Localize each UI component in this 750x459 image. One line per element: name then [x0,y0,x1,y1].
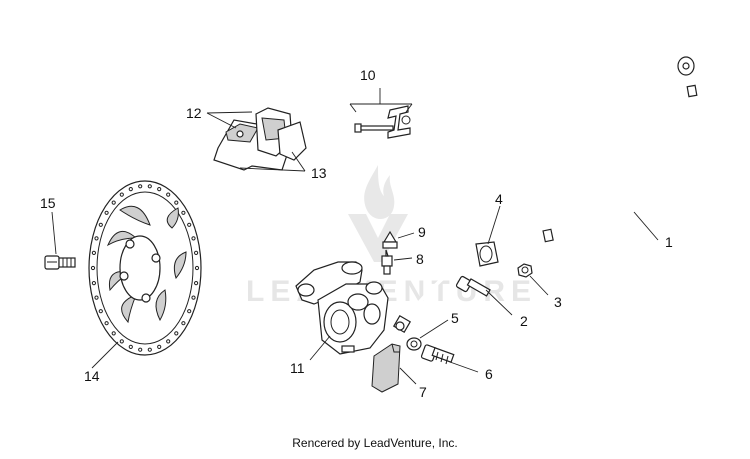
callout-1: 1 [665,234,673,250]
disc-hole [174,200,179,205]
disc-hole [128,187,133,192]
disc-hole [166,192,171,197]
callout-7: 7 [419,384,427,400]
brake-pads [213,107,307,171]
callout-6: 6 [485,366,493,382]
callout-11: 11 [290,360,305,376]
disc-hole [181,321,186,326]
disc-hole [119,339,124,344]
caliper-washer [406,337,422,351]
callout-12: 12 [186,105,202,121]
disc-hole [191,295,196,300]
disc-hole [119,192,124,197]
disc-hole [128,344,133,349]
callout-13: 13 [311,165,327,181]
watermark-v-icon [348,214,408,262]
disc-hole [138,184,143,189]
leader-lines [51,88,659,385]
callout-10: 10 [360,67,376,83]
callout-8: 8 [416,251,424,267]
pad-pin-and-spring [354,105,411,139]
callouts: 1 2 3 4 5 6 7 8 9 10 11 12 13 14 15 [40,67,673,400]
disc-hole [194,281,199,286]
disc-hole [91,281,97,286]
disc-hole [174,331,179,336]
bleed-screw [381,249,393,275]
callout-5: 5 [451,310,459,326]
callout-14: 14 [84,368,100,384]
callout-15: 15 [40,195,56,211]
disc-hole [98,309,103,314]
callout-3: 3 [554,294,562,310]
disc-hole [91,250,97,255]
brake-hose [392,56,702,334]
disc-hole [94,295,99,300]
disc-hole [111,331,116,336]
disc-hole [166,339,171,344]
disc-hole [147,184,152,189]
disc-hole [157,344,162,349]
caliper-bolt [420,344,455,365]
disc-hole [94,236,99,241]
hose-guide [475,241,499,267]
callout-9: 9 [418,224,426,240]
disc-hole [191,236,196,241]
disc-hole [187,309,192,314]
watermark-text: LEADVENTURE [246,275,537,308]
watermark: LEADVENTURE [246,165,537,308]
watermark-flame-icon [364,165,395,220]
caliper-cover [371,343,401,393]
brake-disc [88,180,202,356]
guide-nut [517,263,533,278]
bleed-cap [382,230,398,249]
footer-credit: Rencered by LeadVenture, Inc. [292,436,458,450]
brake-caliper [295,261,389,355]
disc-hole [157,187,162,192]
disc-hole [194,250,199,255]
disc-screw [44,255,76,270]
guide-screw [455,275,491,297]
disc-hole [90,265,96,271]
disc-hole [194,265,200,271]
callout-2: 2 [520,313,528,329]
disc-hole [181,210,186,215]
disc-hole [104,321,109,326]
callout-4: 4 [495,191,503,207]
disc-hole [111,200,116,205]
disc-hole [98,222,103,227]
disc-hole [104,210,109,215]
disc-hole [138,347,143,352]
disc-hole [187,222,192,227]
disc-hole [147,347,152,352]
